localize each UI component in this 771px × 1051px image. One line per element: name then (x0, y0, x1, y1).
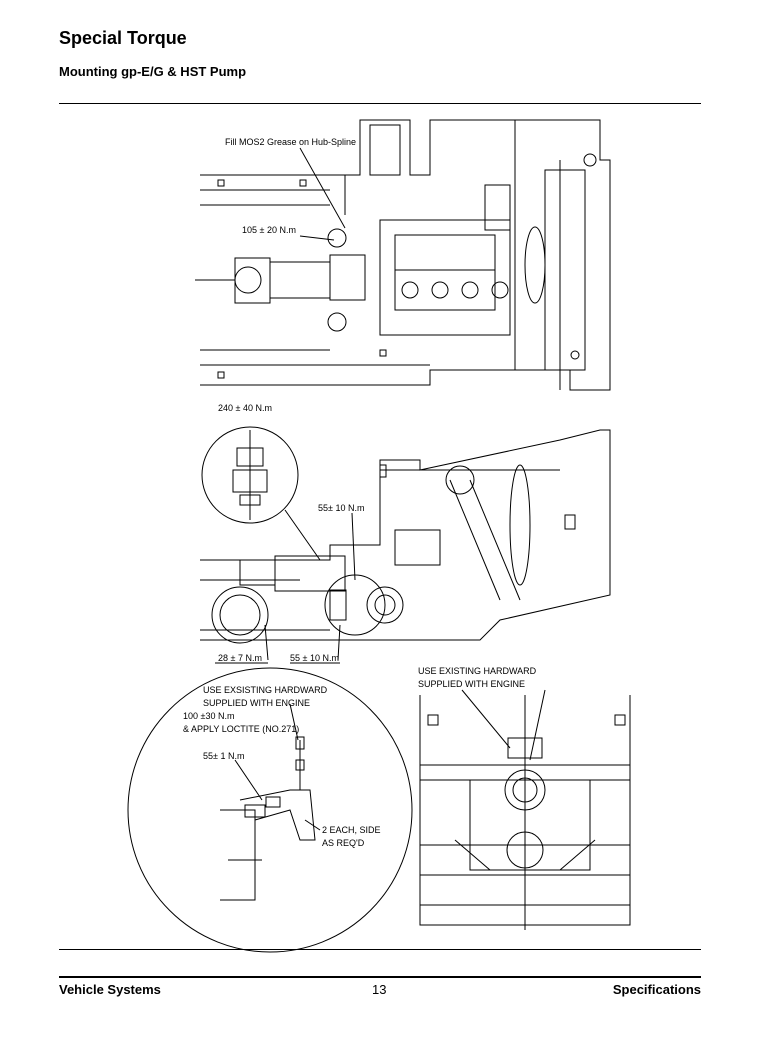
circle-2each-line2: AS REQ'D (322, 838, 365, 848)
circle-use-line1: USE EXSISTING HARDWARD (203, 685, 328, 695)
circle-55-callout: 55± 1 N.m (203, 751, 244, 761)
circle-100-line2: & APPLY LOCTITE (NO.271) (183, 724, 299, 734)
torque-105-callout: 105 ± 20 N.m (242, 225, 296, 235)
bottom-rule (59, 949, 701, 950)
page-title: Special Torque (59, 28, 187, 48)
torque-240-callout: 240 ± 40 N.m (218, 403, 272, 413)
header-rule (59, 103, 701, 104)
grease-callout: Fill MOS2 Grease on Hub-Spline (225, 137, 356, 147)
page-subtitle: Mounting gp-E/G & HST Pump (59, 64, 247, 79)
footer-left: Vehicle Systems (59, 982, 161, 997)
footer-rule (59, 976, 701, 978)
circle-2each-line1: 2 EACH, SIDE (322, 825, 381, 835)
circle-use-line2: SUPPLIED WITH ENGINE (203, 698, 310, 708)
torque-28-callout: 28 ± 7 N.m (218, 653, 262, 663)
top-view-drawing (195, 119, 611, 391)
mount-detail-drawing (127, 667, 413, 953)
use-existing-line1: USE EXISTING HARDWARD (418, 666, 537, 676)
torque-55-mid-callout: 55± 10 N.m (318, 503, 364, 513)
footer-right: Specifications (612, 982, 701, 997)
page-number: 13 (372, 982, 387, 997)
front-view-drawing (419, 689, 631, 930)
torque-55-lower-callout: 55 ± 10 N.m (290, 653, 339, 663)
use-existing-line2: SUPPLIED WITH ENGINE (418, 679, 525, 689)
side-view-drawing (200, 426, 611, 664)
circle-100-line1: 100 ±30 N.m (183, 711, 234, 721)
